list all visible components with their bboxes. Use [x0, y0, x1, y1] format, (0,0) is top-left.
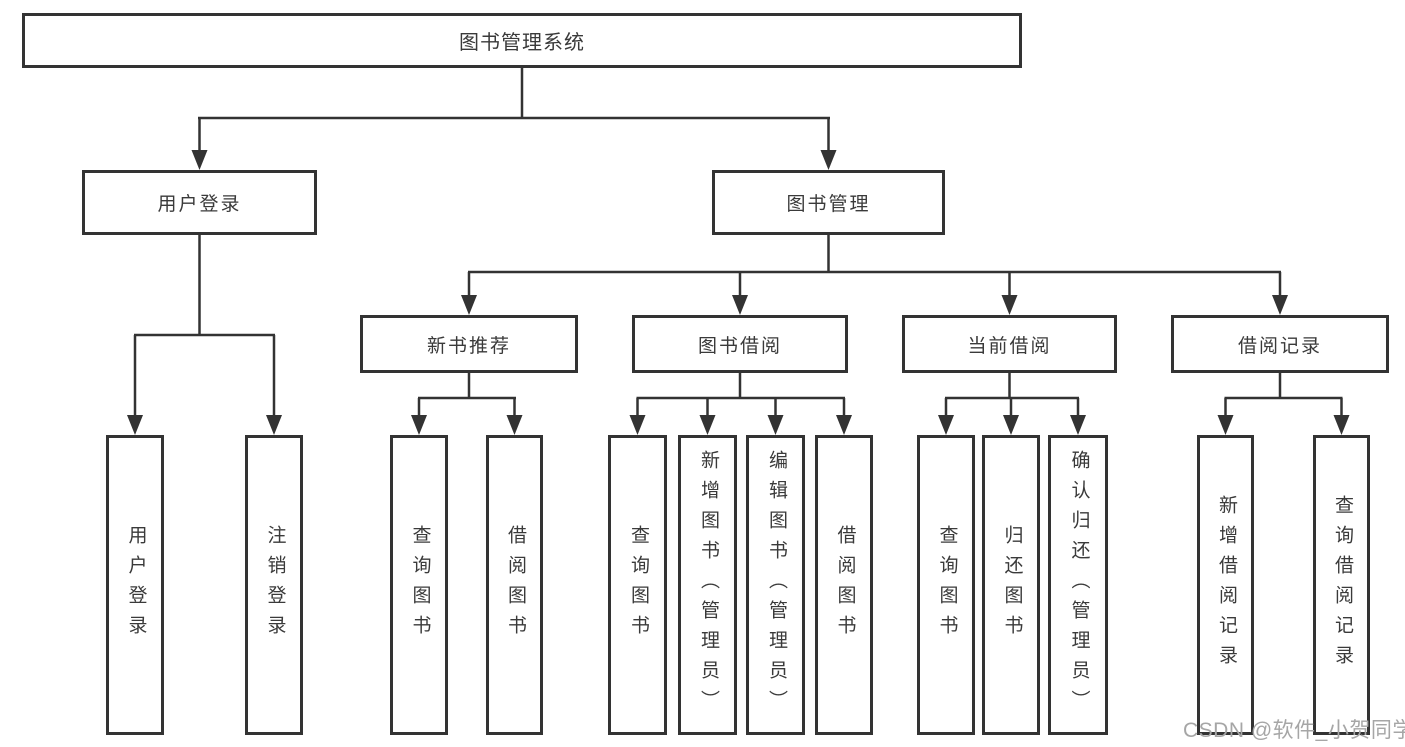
user-login-label: 用户登录: [157, 194, 242, 215]
leaf-borrow-borrow-books-label: 借阅图书: [834, 525, 856, 645]
leaf-borrow-borrow-books: 借阅图书: [815, 435, 873, 735]
leaf-user-login-label: 用户登录: [125, 525, 147, 645]
connector-new-book-to-leaves: [411, 371, 523, 435]
current-borrow-label: 当前借阅: [967, 335, 1052, 357]
leaf-current-query-books-label: 查询图书: [936, 525, 958, 645]
book-borrow-node: 图书借阅: [632, 315, 848, 373]
root-node: 图书管理系统: [22, 13, 1022, 68]
user-login-node: 用户登录: [82, 170, 317, 235]
leaf-borrow-edit-books-admin: 编辑图书（管理员）: [746, 435, 805, 735]
leaf-current-query-books: 查询图书: [917, 435, 975, 735]
leaf-recommend-query-books: 查询图书: [390, 435, 448, 735]
leaf-borrow-query-books-label: 查询图书: [627, 525, 649, 645]
connector-book-borrow-to-leaves: [629, 371, 852, 435]
leaf-record-add-label: 新增借阅记录: [1215, 495, 1237, 675]
borrow-record-label: 借阅记录: [1237, 335, 1322, 357]
leaf-current-return-books-label: 归还图书: [1001, 525, 1023, 645]
new-book-recommend-node: 新书推荐: [360, 315, 578, 373]
current-borrow-node: 当前借阅: [902, 315, 1117, 373]
leaf-borrow-edit-books-admin-label: 编辑图书（管理员）: [765, 450, 787, 720]
connector-borrow-record-to-leaves: [1217, 371, 1350, 435]
watermark: CSDN @软件_小贺同学: [1183, 719, 1405, 742]
borrow-record-node: 借阅记录: [1171, 315, 1389, 373]
book-borrow-label: 图书借阅: [697, 335, 782, 357]
new-book-recommend-label: 新书推荐: [426, 335, 511, 357]
leaf-record-query-label: 查询借阅记录: [1331, 495, 1353, 675]
book-management-label: 图书管理: [786, 194, 871, 215]
leaf-record-query: 查询借阅记录: [1313, 435, 1370, 735]
connector-user-login-to-leaves: [127, 233, 282, 435]
leaf-record-add: 新增借阅记录: [1197, 435, 1254, 735]
leaf-logout-label: 注销登录: [264, 525, 286, 645]
leaf-user-login: 用户登录: [106, 435, 164, 735]
connector-book-management-to-level3: [461, 233, 1288, 315]
leaf-borrow-add-books-admin-label: 新增图书（管理员）: [697, 450, 719, 720]
book-management-node: 图书管理: [712, 170, 945, 235]
leaf-recommend-borrow-books: 借阅图书: [486, 435, 543, 735]
root-label: 图书管理系统: [459, 32, 585, 54]
connector-current-borrow-to-leaves: [938, 371, 1086, 435]
connector-root-to-level2: [191, 66, 837, 170]
leaf-borrow-add-books-admin: 新增图书（管理员）: [678, 435, 737, 735]
leaf-current-confirm-return-admin: 确认归还（管理员）: [1048, 435, 1108, 735]
leaf-recommend-query-books-label: 查询图书: [409, 525, 431, 645]
leaf-recommend-borrow-books-label: 借阅图书: [504, 525, 526, 645]
leaf-borrow-query-books: 查询图书: [608, 435, 667, 735]
leaf-current-confirm-return-admin-label: 确认归还（管理员）: [1068, 450, 1090, 720]
leaf-current-return-books: 归还图书: [982, 435, 1040, 735]
leaf-logout: 注销登录: [245, 435, 303, 735]
